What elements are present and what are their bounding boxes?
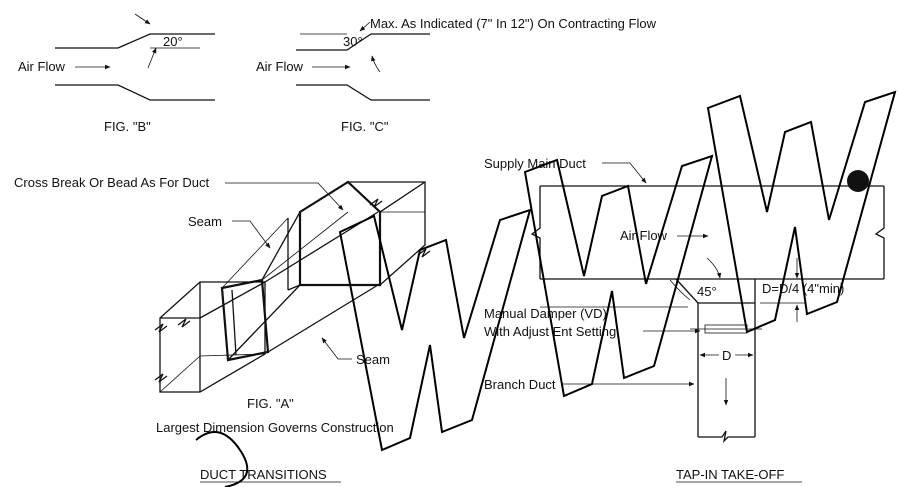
- takeoff-air-flow-label: Air Flow: [620, 228, 668, 243]
- tap-in-takeoff-drawing: [530, 162, 885, 443]
- fig-c-transition: [296, 21, 430, 101]
- fig-c-air-flow-label: Air Flow: [256, 59, 304, 74]
- damper-label-line2: With Adjust Ent Setting: [484, 324, 616, 339]
- fig-a-subcaption: Largest Dimension Governs Construction: [156, 420, 394, 435]
- title-duct-transitions: DUCT TRANSITIONS: [200, 467, 327, 482]
- branch-duct-label: Branch Duct: [484, 377, 556, 392]
- fig-b-air-flow-label: Air Flow: [18, 59, 66, 74]
- takeoff-angle: 45°: [697, 284, 717, 299]
- fig-a-seam-top-label: Seam: [188, 214, 222, 229]
- fig-a-seam-bottom-label: Seam: [356, 352, 390, 367]
- fig-c-caption: FIG. "C": [341, 119, 389, 134]
- fig-b-angle: 20°: [163, 34, 183, 49]
- supply-main-duct-label: Supply Main Duct: [484, 156, 586, 171]
- damper-label-line1: Manual Damper (VD): [484, 306, 607, 321]
- watermark-dot: [847, 170, 869, 192]
- fig-a-cross-break-label: Cross Break Or Bead As For Duct: [14, 175, 209, 190]
- fig-b-transition: [55, 13, 215, 101]
- branch-width-label: D: [722, 348, 731, 363]
- fig-a-caption: FIG. "A": [247, 396, 294, 411]
- fig-c-angle: 30°: [343, 34, 363, 49]
- fig-c-note: Max. As Indicated (7" In 12") On Contrac…: [370, 16, 657, 31]
- fig-b-caption: FIG. "B": [104, 119, 151, 134]
- watermark-outline-text: [195, 90, 897, 487]
- title-tap-in-takeoff: TAP-IN TAKE-OFF: [676, 467, 784, 482]
